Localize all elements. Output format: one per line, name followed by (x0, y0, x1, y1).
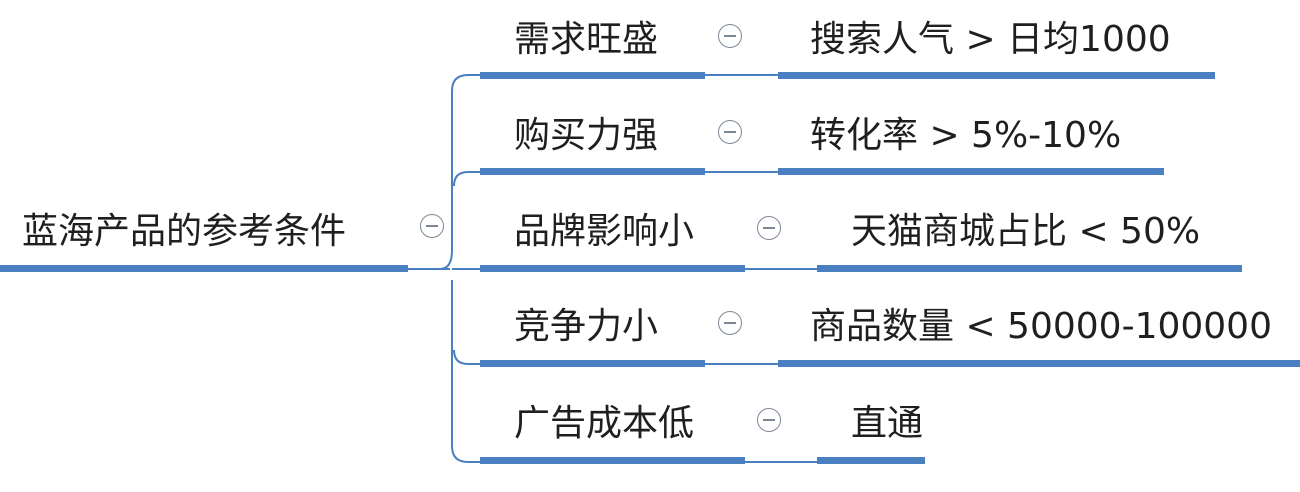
branch-node-underline (480, 168, 705, 175)
branch-node-label[interactable]: 需求旺盛 (514, 19, 659, 60)
detail-node-underline (817, 265, 1242, 272)
connector-branch-4 (451, 280, 480, 463)
detail-node-underline (817, 457, 925, 464)
root-node-label[interactable]: 蓝海产品的参考条件 (22, 211, 347, 252)
detail-node-label[interactable]: 转化率 > 5%-10% (810, 115, 1122, 156)
connector-branch-1 (453, 171, 480, 187)
branch-collapse-minus-icon[interactable] (757, 216, 781, 240)
detail-node-underline (778, 72, 1215, 79)
root-node-underline (0, 265, 408, 272)
detail-node-underline (778, 168, 1164, 175)
branch-node-label[interactable]: 品牌影响小 (514, 211, 695, 252)
branch-collapse-minus-icon[interactable] (718, 120, 742, 144)
branch-collapse-minus-icon[interactable] (757, 408, 781, 432)
branch-node-underline (480, 72, 705, 79)
connector-branch-0 (439, 74, 480, 270)
detail-node-label[interactable]: 搜索人气 > 日均1000 (810, 19, 1171, 60)
root-collapse-minus-icon[interactable] (420, 214, 444, 238)
detail-node-label[interactable]: 商品数量 < 50000-100000 (810, 306, 1272, 347)
detail-node-label[interactable]: 直通 (851, 403, 924, 444)
branch-collapse-minus-icon[interactable] (718, 24, 742, 48)
connector-branch-3 (453, 349, 480, 365)
detail-node-underline (778, 360, 1300, 367)
detail-node-label[interactable]: 天猫商城占比 < 50% (851, 211, 1201, 252)
branch-node-underline (480, 457, 745, 464)
branch-node-underline (480, 265, 745, 272)
branch-node-label[interactable]: 竞争力小 (514, 306, 659, 347)
branch-node-label[interactable]: 广告成本低 (514, 403, 695, 444)
branch-node-label[interactable]: 购买力强 (514, 115, 659, 156)
branch-node-underline (480, 360, 705, 367)
branch-collapse-minus-icon[interactable] (718, 311, 742, 335)
